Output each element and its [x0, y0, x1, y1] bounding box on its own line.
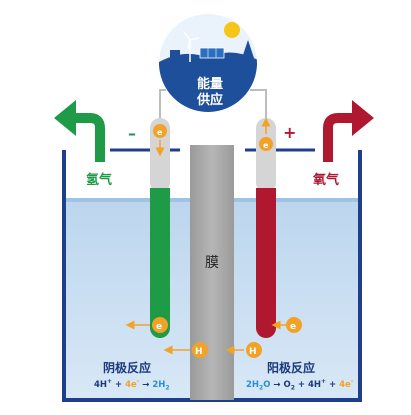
sun-icon [224, 22, 240, 38]
electron-particle-cathode-bottom: e [125, 317, 168, 333]
hydrogen-label: 氢气 [86, 173, 113, 188]
anode-electrode [256, 188, 276, 338]
proton-particle-left: H [163, 342, 208, 358]
svg-text:e: e [157, 128, 163, 137]
svg-text:e: e [156, 322, 162, 332]
anode-wire [250, 89, 267, 118]
electron-particle-anode-bottom: e [271, 317, 302, 333]
cathode-wire [159, 89, 166, 118]
wind-turbine-icon [183, 31, 200, 62]
membrane-label: 膜 [205, 255, 219, 271]
svg-text:H: H [249, 347, 257, 357]
power-supply-label-line2: 供应 [196, 93, 223, 108]
tree-icon [242, 40, 254, 58]
oxygen-outlet-arrow [323, 113, 356, 162]
cathode-electrode [150, 188, 170, 338]
electron-particle-anode-top: e [259, 117, 273, 151]
oxygen-arrow-head [352, 100, 374, 136]
anode-reaction-title: 阳极反应 [267, 361, 316, 375]
cathode-reaction-title: 阴极反应 [103, 361, 152, 375]
svg-text:H: H [195, 347, 203, 357]
svg-text:e: e [263, 141, 269, 150]
electron-particle-cathode-top: e [153, 124, 167, 157]
anode-equation: 2H2O → O2 + 4H+ + 4e- [246, 378, 354, 392]
solar-panel-icon [199, 47, 225, 59]
building-icon [170, 50, 180, 62]
svg-text:e: e [290, 322, 296, 332]
power-supply-label-line1: 能量 [196, 77, 223, 92]
anode-electrode-cap [256, 118, 276, 193]
membrane [190, 145, 234, 400]
negative-sign: – [128, 124, 136, 143]
oxygen-label: 氧气 [313, 173, 340, 188]
positive-sign: + [283, 123, 297, 142]
proton-particle-right: H [225, 342, 262, 358]
hydrogen-arrow-head [54, 100, 76, 136]
hydrogen-outlet-arrow [72, 113, 105, 162]
cathode-equation: 4H+ + 4e- → 2H2 [94, 378, 170, 392]
